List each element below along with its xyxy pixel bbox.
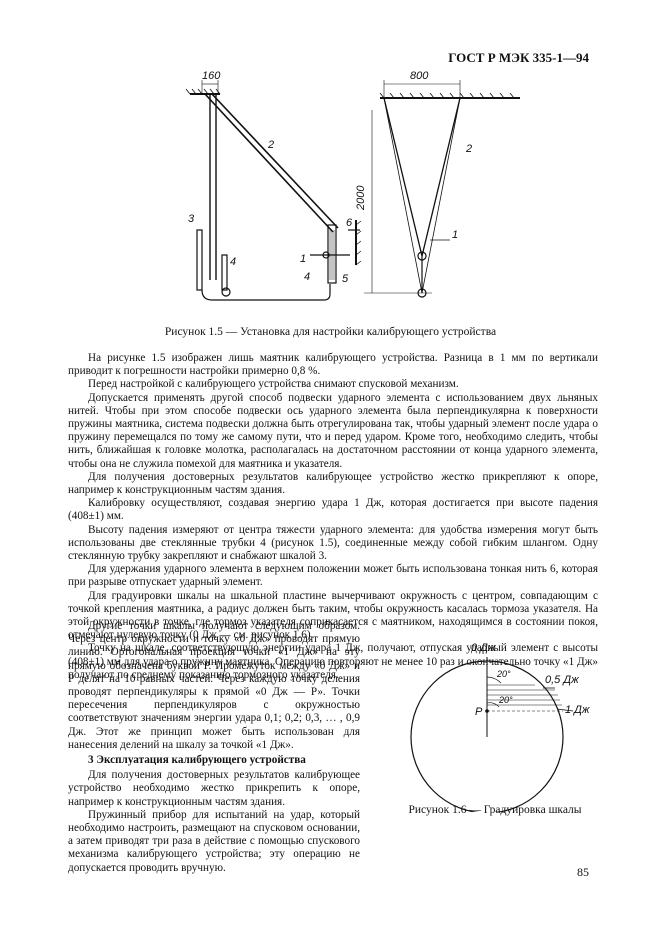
label-1-right: 1 (452, 229, 458, 241)
paragraph: Высоту падения измеряют от центра тяжест… (68, 523, 598, 563)
label-2-left: 2 (267, 139, 274, 151)
paragraph: Для удержания ударного элемента в верхне… (68, 563, 598, 589)
dim-2000-label: 2000 (355, 185, 367, 211)
dim-160-label: 160 (202, 70, 221, 82)
body-text-narrow-column: Другие точки шкалы получают следующим об… (68, 620, 360, 875)
paragraph: Точку на шкале, соответствующую энергии … (68, 642, 598, 681)
paragraph: Допускается применять другой способ подв… (68, 391, 598, 470)
label-4-bottom: 4 (304, 271, 310, 283)
paragraph: Для получения достоверных результатов ка… (68, 769, 360, 808)
body-text-full-width: На рисунке 1.5 изображен лишь маятник ка… (68, 352, 598, 682)
label-6: 6 (346, 217, 353, 229)
figure-1-5-drawing: 160 2 3 4 1 4 5 6 800 2000 1 2 (185, 70, 520, 301)
paragraph: Для получения достоверных результатов ка… (68, 470, 598, 497)
figure-1-6-drawing: 0 Дж 0,5 Дж 1 Дж Р 20° 20° (410, 642, 590, 812)
label-5: 5 (342, 273, 349, 285)
figure-1-5-caption: Рисунок 1.5 — Установка для настройки ка… (164, 326, 497, 338)
angle-label-upper: 20° (496, 669, 511, 679)
dim-800-label: 800 (410, 70, 429, 82)
label-1-left: 1 (300, 253, 306, 265)
section-heading: 3 Эксплуатация калибрующего устройства (88, 754, 306, 767)
label-3: 3 (188, 213, 195, 225)
paragraph: Для градуировки шкалы на шкальной пласти… (68, 589, 598, 642)
figure-1-6-caption: Рисунок 1.6 — Градуировка шкалы (408, 804, 582, 816)
paragraph: Перед настройкой с калибрующего устройст… (88, 378, 459, 391)
label-4-top: 4 (230, 256, 236, 268)
paragraph: Калибровку осуществляют, создавая энерги… (68, 497, 598, 523)
paragraph: На рисунке 1.5 изображен лишь маятник ка… (68, 352, 598, 378)
label-1-dzh: 1 Дж (565, 704, 590, 716)
paragraph: Пружинный прибор для испытаний на удар, … (68, 808, 360, 874)
page-number: 85 (577, 865, 589, 879)
angle-label-lower: 20° (498, 695, 513, 705)
paragraph: Другие точки шкалы получают следующим об… (68, 620, 360, 751)
label-2-right: 2 (465, 143, 472, 155)
label-0-dzh: 0 Дж (471, 642, 496, 654)
label-0-5-dzh: 0,5 Дж (545, 674, 579, 686)
document-header: ГОСТ Р МЭК 335-1—94 (448, 50, 589, 65)
label-p: Р (475, 706, 483, 718)
